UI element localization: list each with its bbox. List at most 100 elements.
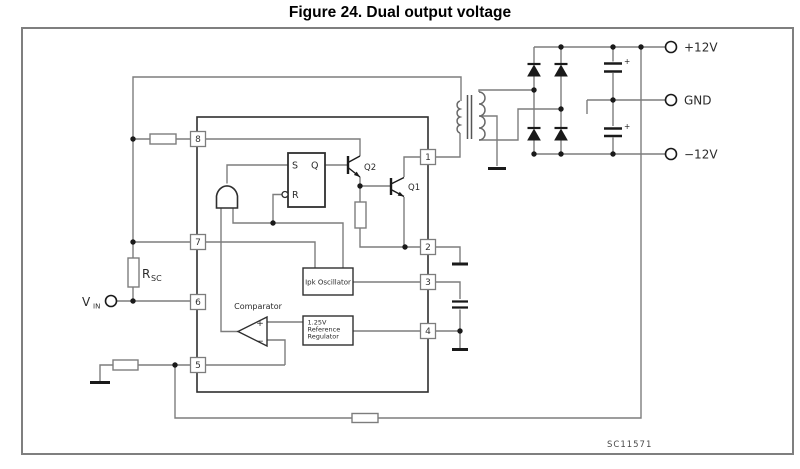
junction-dot (610, 97, 616, 103)
latch-r-inverter-bubble (281, 190, 289, 199)
pin-5-box (189, 356, 207, 374)
and-gate (215, 185, 239, 209)
vin-terminal (104, 294, 118, 308)
neg12v-label: −12V (684, 148, 718, 162)
wire-and-input-to-oscillator (232, 208, 344, 268)
transformer (456, 91, 486, 141)
wire-secondary-top (478, 89, 534, 92)
gnd-label: GND (684, 94, 712, 108)
wire-and-output-to-latch-s (226, 164, 288, 184)
latch-r-label: R (292, 190, 299, 201)
pin-1-label: 1 (425, 153, 431, 163)
transformer-core (466, 95, 473, 139)
junction-dot (638, 44, 644, 50)
oscillator-label: Ipk Oscillator (305, 279, 351, 287)
transformer-primary-coil (456, 100, 463, 134)
capacitor-timing (452, 300, 468, 309)
pin-2-label: 2 (425, 243, 431, 253)
rsc-label-sub: SC (151, 274, 162, 283)
pin-6-label: 6 (195, 298, 201, 308)
pin-1-box (419, 148, 437, 166)
cap2-plus-mark: + (624, 122, 630, 131)
pin-5-label: 5 (195, 361, 201, 371)
junction-dot (531, 87, 537, 93)
pin-2-box (419, 238, 437, 256)
wire-secondary-bottom (479, 108, 561, 141)
junction-dot (270, 220, 276, 226)
diode-top-left (527, 64, 541, 77)
reference-line1: 1.25V (308, 319, 327, 327)
wire-latch-r-input (272, 193, 283, 223)
transformer-secondary-coil (478, 91, 486, 141)
capacitor-positive-output (604, 62, 622, 73)
junction-dot (357, 183, 363, 189)
junction-dot (130, 136, 136, 142)
junction-dot (558, 151, 564, 157)
wire-pin3-timing-cap (435, 281, 461, 348)
junction-dot (558, 106, 564, 112)
pin-3-label: 3 (425, 278, 431, 288)
comparator-minus-label: − (256, 337, 264, 347)
diode-bottom-right (554, 128, 568, 141)
latch-box (287, 152, 326, 208)
resistors (112, 133, 379, 424)
q1-label: Q1 (408, 183, 420, 193)
diode-top-right (554, 64, 568, 77)
junction-dot (402, 244, 408, 250)
resistor-feedback (351, 412, 379, 424)
cap1-plus-mark: + (624, 57, 630, 66)
q2-emitter-arrow (353, 171, 360, 177)
junction-dot (130, 298, 136, 304)
ic-pins: 8 7 6 5 1 2 3 4 (189, 130, 437, 374)
vin-label-sub: IN (93, 303, 100, 311)
comparator-label: Comparator (234, 302, 282, 311)
pos12v-label: +12V (684, 41, 718, 55)
diode-bottom-left (527, 128, 541, 141)
wires (99, 46, 666, 419)
pin-3-box (419, 273, 437, 291)
pin-4-box (419, 322, 437, 340)
pin-8-box (189, 130, 207, 148)
q2-legs (347, 155, 361, 178)
junction-dot (610, 44, 616, 50)
q2-label: Q2 (364, 163, 376, 173)
wire-q1-collector-to-pin1 (403, 156, 421, 177)
wire-secondary-tap-ground (481, 115, 498, 166)
wire-pin5-resistor-ground (99, 364, 191, 381)
rectifier-diodes (527, 62, 568, 141)
reference-line3: Regulator (308, 333, 340, 341)
pin-7-box (189, 233, 207, 251)
wire-feedback-loop (174, 47, 642, 419)
junction-dot (610, 151, 616, 157)
schematic-code: SC11571 (607, 440, 652, 450)
figure-border (21, 27, 794, 455)
wire-q2-resistor-pin2 (359, 186, 421, 248)
resistor-rsc (127, 257, 140, 288)
resistor-driver (354, 201, 367, 229)
latch-s-label: S (292, 161, 298, 172)
pin-6-box (189, 293, 207, 311)
junction-dot (457, 328, 463, 334)
vin-label: V (82, 295, 91, 309)
transistor-q1 (389, 176, 405, 198)
q1-legs (390, 176, 405, 198)
wire-pin7-to-oscillator (205, 241, 316, 268)
junction-dot (558, 44, 564, 50)
rsc-label: R (142, 267, 150, 281)
wire-pin1-to-primary (435, 133, 461, 158)
output-terminal-neg12v (664, 147, 678, 161)
wire-comparator-out-to-and (220, 208, 238, 333)
capacitors (452, 62, 622, 309)
junction-dot (172, 362, 178, 368)
wire-pin2-to-ground (435, 246, 461, 263)
q1-emitter-arrow (397, 191, 404, 197)
resistor-pin5 (112, 359, 139, 371)
ground-symbols (90, 167, 506, 384)
latch-q-label: Q (311, 161, 318, 172)
wire-ground-rail (586, 99, 666, 114)
transistor-q2 (346, 155, 361, 178)
comparator-triangle (236, 315, 268, 348)
capacitor-negative-output (604, 127, 622, 138)
oscillator-box (302, 267, 354, 296)
